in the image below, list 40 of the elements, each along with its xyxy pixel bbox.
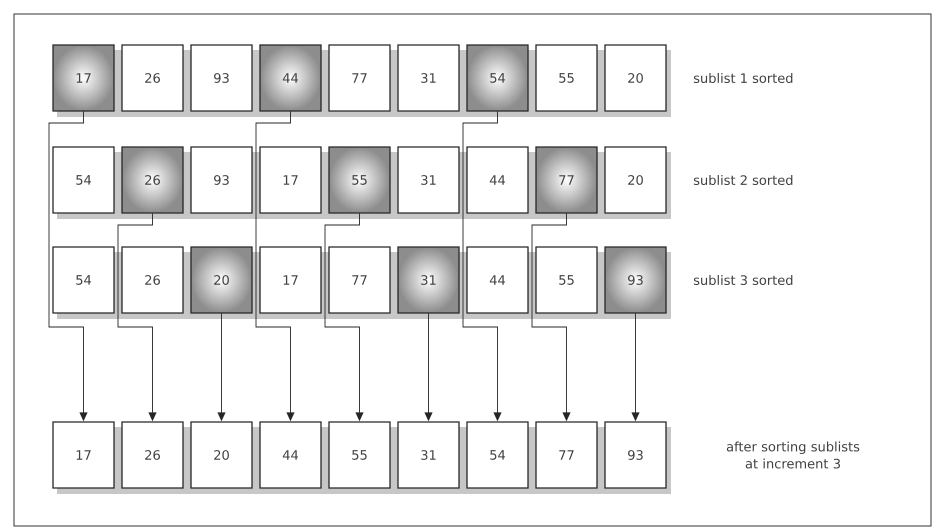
number-box: 55 [328, 421, 391, 489]
highlighted-box: 44 [259, 44, 322, 112]
highlighted-box: 17 [52, 44, 115, 112]
number-box: 55 [535, 246, 598, 314]
highlighted-box: 93 [604, 246, 667, 314]
number-box: 54 [52, 246, 115, 314]
number-box: 77 [535, 421, 598, 489]
number-box: 20 [604, 44, 667, 112]
number-box: 17 [259, 146, 322, 214]
number-box: 77 [328, 44, 391, 112]
number-box: 93 [604, 421, 667, 489]
highlighted-box: 77 [535, 146, 598, 214]
number-box: 93 [190, 146, 253, 214]
highlighted-box: 26 [121, 146, 184, 214]
number-box: 54 [466, 421, 529, 489]
number-box: 31 [397, 421, 460, 489]
number-box: 26 [121, 44, 184, 112]
number-box: 26 [121, 421, 184, 489]
number-box: 26 [121, 246, 184, 314]
number-box: 31 [397, 44, 460, 112]
number-box: 44 [466, 146, 529, 214]
number-box: 77 [328, 246, 391, 314]
row-label: sublist 1 sorted [694, 72, 792, 84]
number-box: 44 [259, 421, 322, 489]
highlighted-box: 20 [190, 246, 253, 314]
number-box: 54 [52, 146, 115, 214]
number-box: 55 [535, 44, 598, 112]
number-box: 17 [52, 421, 115, 489]
row-label: sublist 3 sorted [694, 274, 792, 286]
highlighted-box: 55 [328, 146, 391, 214]
number-box: 44 [466, 246, 529, 314]
highlighted-box: 54 [466, 44, 529, 112]
number-box: 31 [397, 146, 460, 214]
number-box: 20 [604, 146, 667, 214]
number-box: 93 [190, 44, 253, 112]
number-box: 17 [259, 246, 322, 314]
row-label: sublist 2 sorted [694, 174, 792, 186]
row-label: after sorting sublists at increment 3 [726, 441, 860, 469]
number-box: 20 [190, 421, 253, 489]
highlighted-box: 31 [397, 246, 460, 314]
